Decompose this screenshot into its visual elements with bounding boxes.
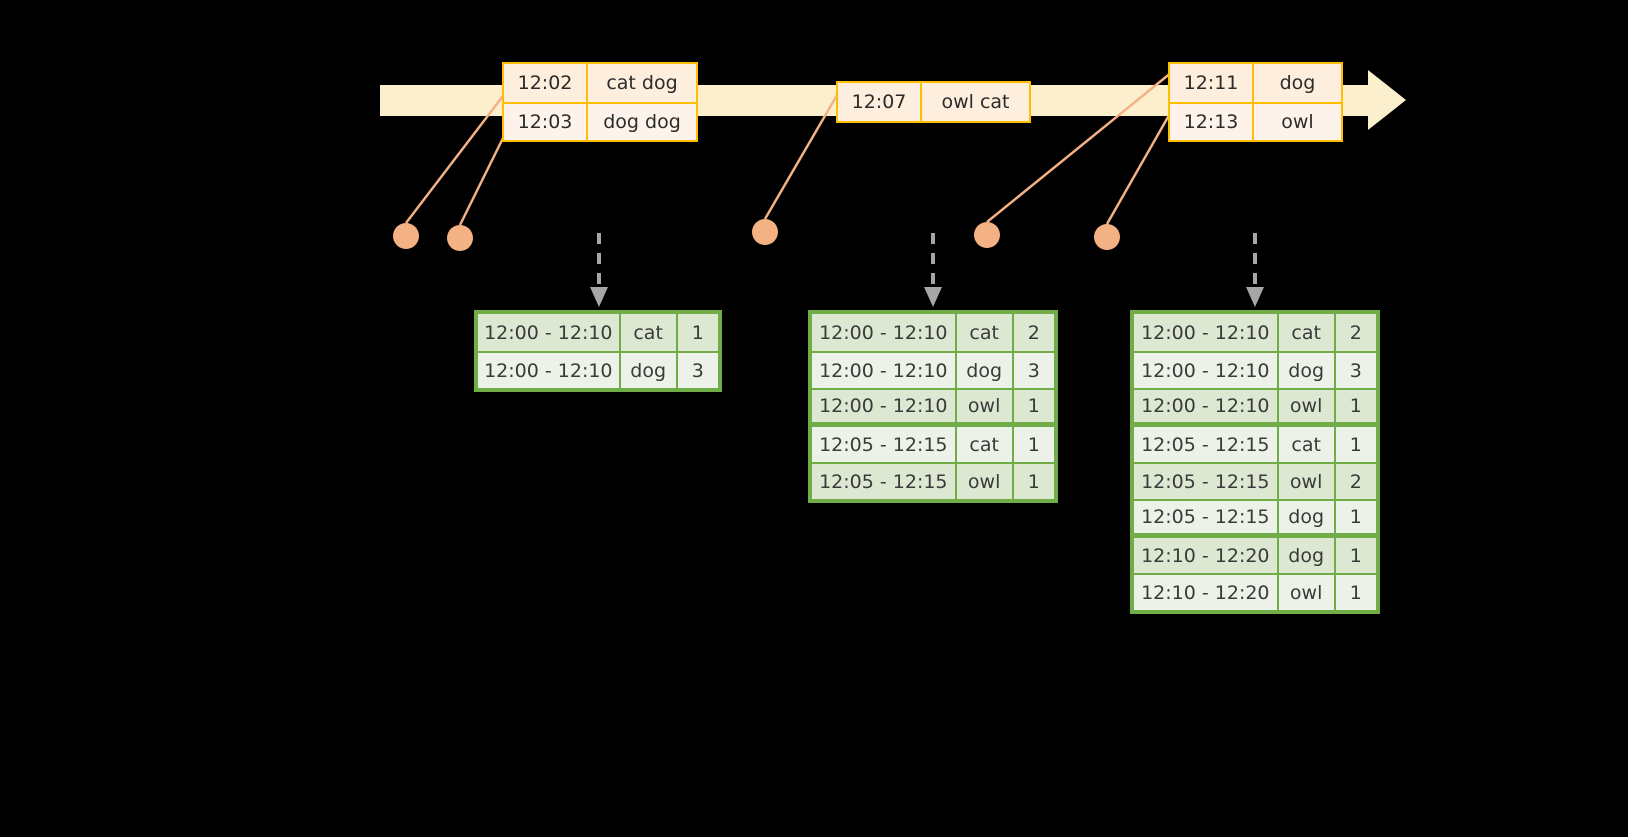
cell-count: 1 [1027,395,1040,417]
cell-count: 1 [1349,581,1362,604]
cell-word: owl [1279,575,1336,610]
down-arrow-2 [922,233,946,313]
timeline-event-row: 12:13 owl [1170,102,1341,140]
cell-count: 2 [1027,321,1040,344]
cell-word: cat [957,314,1014,351]
event-dot-1 [393,223,419,249]
cell-time-range: 12:00 - 12:10 [812,314,957,351]
cell-word: owl [1279,464,1336,499]
cell-word: cat [957,427,1014,462]
cell-count: 2 [1349,321,1362,344]
event-time: 12:03 [504,104,588,140]
cell-time-range: 12:10 - 12:20 [1134,538,1279,573]
timeline-event-row: 12:07 owl cat [838,83,1029,121]
down-arrow-1 [588,233,612,313]
cell-time-range: 12:05 - 12:15 [1134,427,1279,462]
event-time: 12:11 [1170,64,1254,102]
event-dot-5 [1094,224,1120,250]
cell-count: 1 [1027,470,1040,493]
timeline-arrow-head-icon [1368,70,1406,130]
cell-word: owl [957,464,1014,499]
event-words: cat dog [606,72,678,94]
cell-time-range: 12:00 - 12:10 [1134,353,1279,388]
connector-line-5 [1105,109,1174,225]
event-words: dog [1279,72,1316,94]
cell-word: dog [1279,538,1336,573]
cell-time-range: 12:05 - 12:15 [1134,464,1279,499]
cell-time-range: 12:00 - 12:10 [1134,390,1279,422]
down-arrow-3 [1244,233,1268,313]
event-time: 12:02 [504,64,588,102]
cell-word: dog [621,353,678,388]
cell-count: 1 [1349,506,1362,528]
cell-time-range: 12:10 - 12:20 [1134,575,1279,610]
cell-time-range: 12:00 - 12:10 [478,353,621,388]
cell-word: dog [957,353,1014,388]
cell-time-range: 12:00 - 12:10 [1134,314,1279,351]
timeline-event-box[interactable]: 12:07 owl cat [836,81,1031,123]
event-words: owl cat [941,91,1010,113]
connector-line-2 [458,131,508,226]
event-words: owl [1281,111,1314,133]
event-time: 12:07 [838,83,922,121]
cell-count: 1 [1027,433,1040,456]
event-dot-2 [447,225,473,251]
cell-count: 1 [1349,395,1362,417]
cell-time-range: 12:00 - 12:10 [812,353,957,388]
cell-count: 3 [1349,359,1362,382]
event-dot-3 [752,219,778,245]
cell-count: 1 [1349,544,1362,567]
event-time: 12:13 [1170,104,1254,140]
cell-time-range: 12:05 - 12:15 [1134,501,1279,533]
cell-word: cat [1279,314,1336,351]
timeline-event-box[interactable]: 12:11 dog 12:13 owl [1168,62,1343,142]
cell-count: 3 [691,359,704,382]
timeline-event-row: 12:03 dog dog [504,102,696,140]
cell-count: 3 [1027,359,1040,382]
cell-time-range: 12:00 - 12:10 [812,390,957,422]
cell-count: 1 [1349,433,1362,456]
cell-word: dog [1279,501,1336,533]
cell-word: cat [621,314,678,351]
cell-word: cat [1279,427,1336,462]
cell-time-range: 12:00 - 12:10 [478,314,621,351]
timeline-event-box[interactable]: 12:02 cat dog 12:03 dog dog [502,62,698,142]
cell-count: 1 [691,321,704,344]
cell-word: dog [1279,353,1336,388]
event-dot-4 [974,222,1000,248]
cell-word: owl [957,390,1014,422]
cell-time-range: 12:05 - 12:15 [812,464,957,499]
cell-time-range: 12:05 - 12:15 [812,427,957,462]
event-words: dog dog [603,111,681,133]
timeline-event-row: 12:02 cat dog [504,64,696,102]
cell-count: 2 [1349,470,1362,493]
cell-word: owl [1279,390,1336,422]
timeline-event-row: 12:11 dog [1170,64,1341,102]
